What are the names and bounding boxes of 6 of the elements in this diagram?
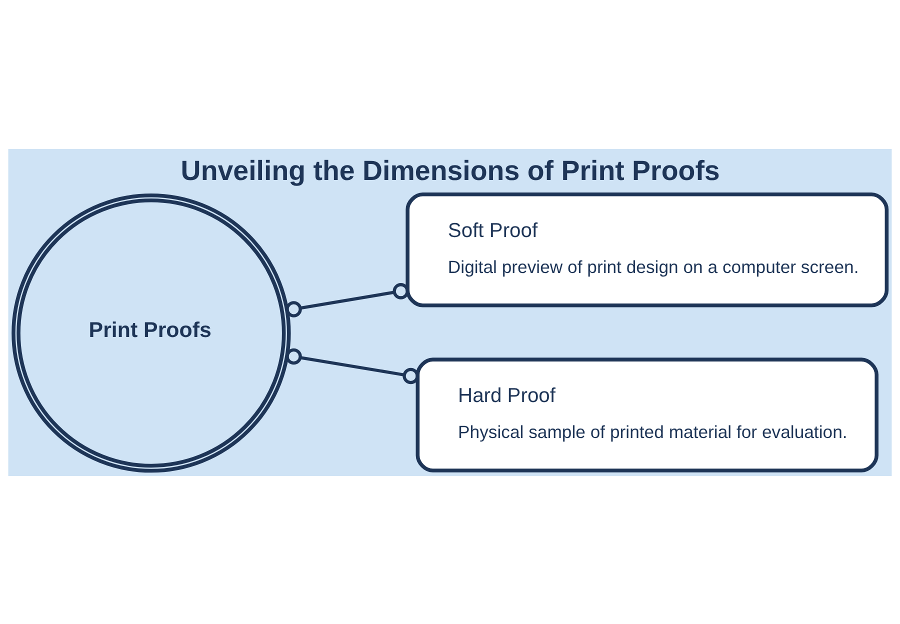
diagram-title: Unveiling the Dimensions of Print Proofs — [180, 154, 720, 186]
node-box: Soft Proof Digital preview of print design on a computer screen. — [406, 192, 889, 307]
node-circle: Print Proofs — [12, 192, 291, 472]
connector — [286, 348, 419, 384]
node-box: Hard Proof Physical sample of printed material for evaluation. — [416, 357, 878, 472]
connector — [286, 282, 409, 317]
